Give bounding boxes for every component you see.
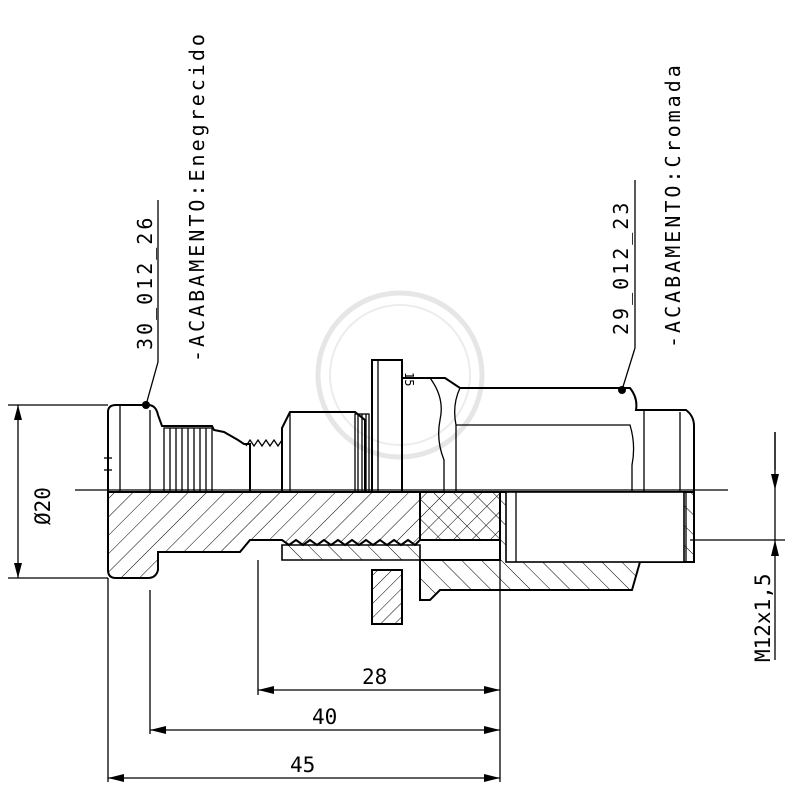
leader-right [618, 180, 636, 394]
dim-45 [108, 774, 500, 782]
part-left-finish: -ACABAMENTO:Enegrecido [185, 31, 209, 362]
dim-45-label: 45 [290, 753, 315, 777]
leader-left [142, 200, 159, 409]
part-right-finish: -ACABAMENTO:Cromada [661, 62, 685, 348]
dim-40-label: 40 [312, 705, 337, 729]
dim-40 [150, 726, 500, 734]
part-right-code: 29_012_23 [609, 200, 633, 335]
dim-diameter [8, 404, 108, 579]
dim-thread [771, 432, 779, 660]
wrench-size-mark: 15 [402, 372, 416, 386]
knurl-left [163, 427, 213, 493]
part-left-body [104, 404, 501, 579]
dim-28-label: 28 [362, 665, 387, 689]
part-right-body [401, 377, 695, 601]
dim-28 [258, 686, 500, 694]
dim-thread-label: M12x1,5 [751, 573, 775, 662]
watermark [315, 290, 485, 460]
part-left-code: 30_012_26 [133, 215, 157, 350]
dim-diameter-label: Ø20 [31, 487, 55, 525]
